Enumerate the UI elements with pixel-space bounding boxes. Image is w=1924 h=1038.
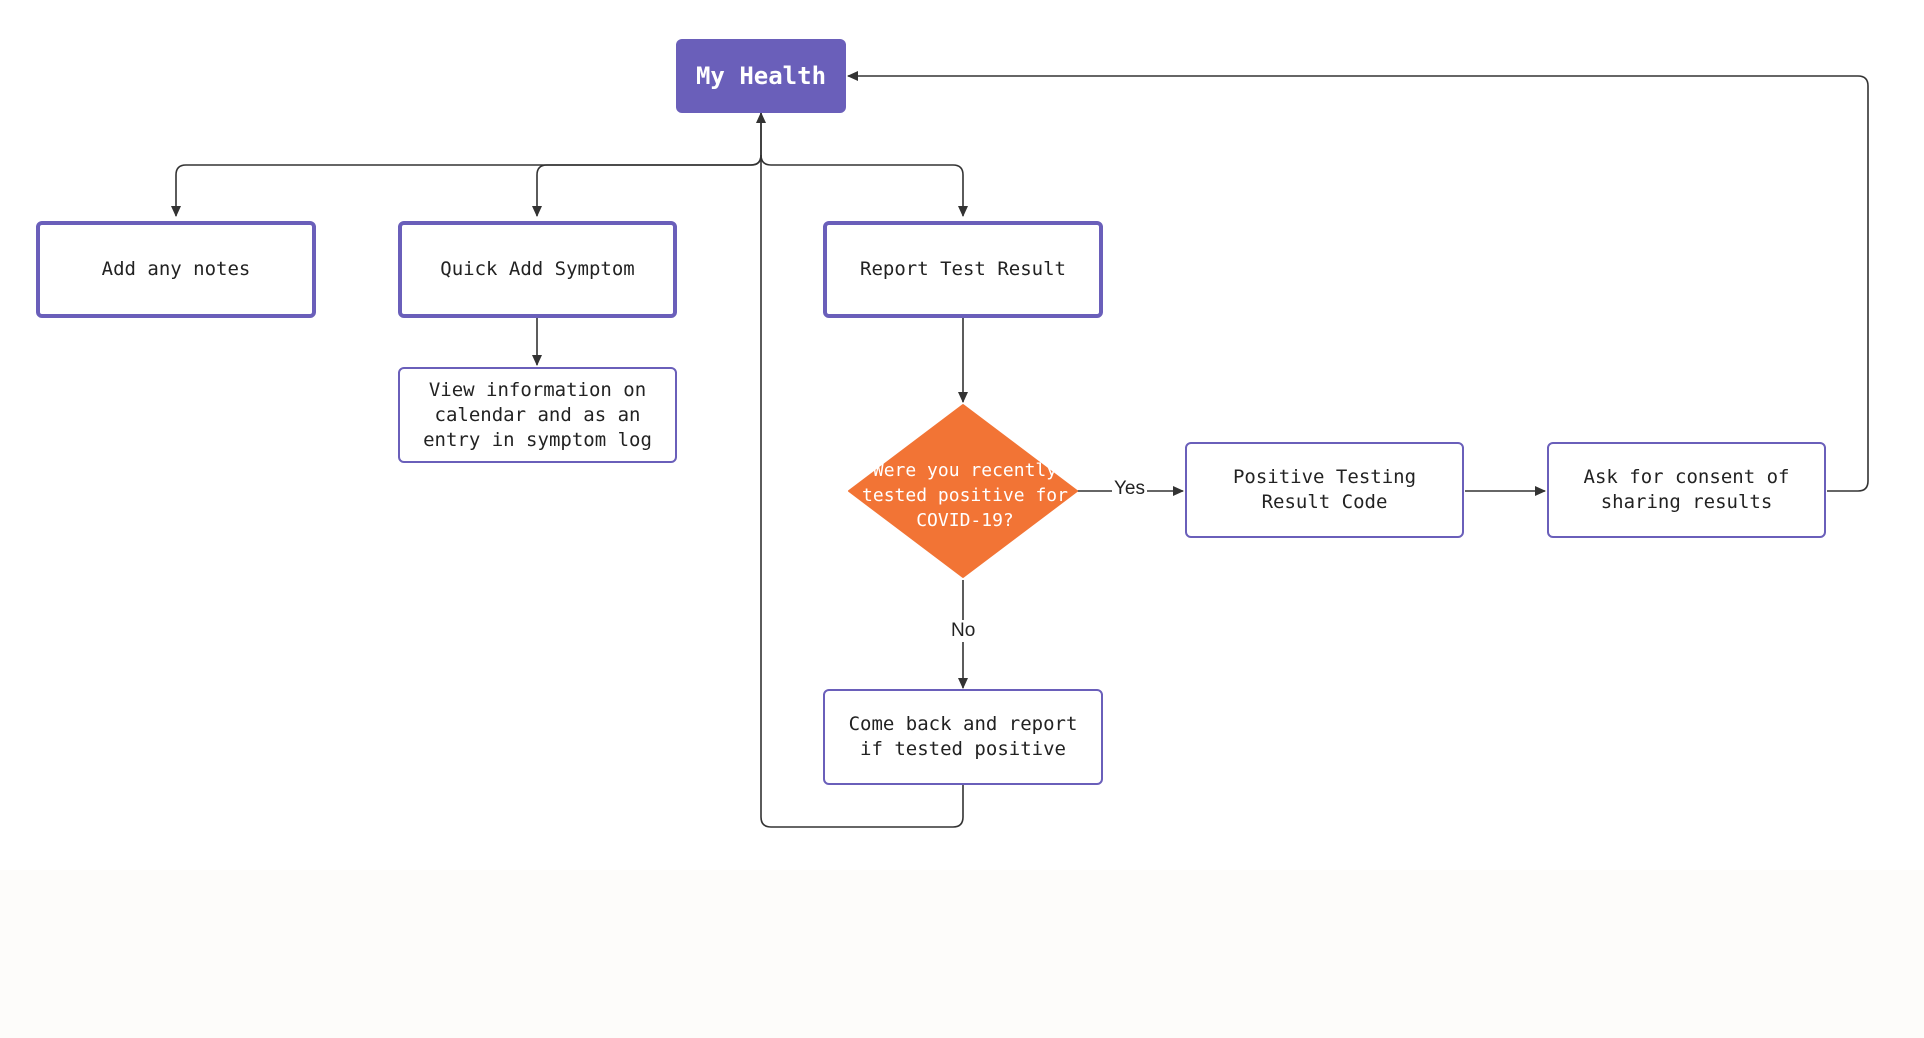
node-come-back-and-report[interactable]: Come back and report if tested positive <box>823 689 1103 785</box>
node-ask-for-consent[interactable]: Ask for consent of sharing results <box>1547 442 1826 538</box>
edge-comeback-to-health <box>756 112 964 828</box>
diagram-edges <box>171 71 1869 828</box>
node-view-information[interactable]: View information on calendar and as an e… <box>398 367 677 463</box>
edge-label-yes: Yes <box>1112 478 1147 500</box>
edge-health-to-symptom <box>532 154 762 217</box>
edge-label-no: No <box>949 620 978 642</box>
edge-consent-to-health <box>847 71 1869 492</box>
decision-label[interactable]: Were you recently tested positive for CO… <box>862 459 1068 531</box>
decision-diamond <box>848 404 1078 578</box>
node-add-notes[interactable]: Add any notes <box>36 221 316 318</box>
edge-health-to-report <box>760 154 968 217</box>
node-quick-add-symptom[interactable]: Quick Add Symptom <box>398 221 677 318</box>
node-report-test-result[interactable]: Report Test Result <box>823 221 1103 318</box>
node-positive-testing-result-code[interactable]: Positive Testing Result Code <box>1185 442 1464 538</box>
diagram-canvas: My Health Add any notes Quick Add Sympto… <box>36 39 1869 828</box>
node-my-health[interactable]: My Health <box>676 39 846 113</box>
